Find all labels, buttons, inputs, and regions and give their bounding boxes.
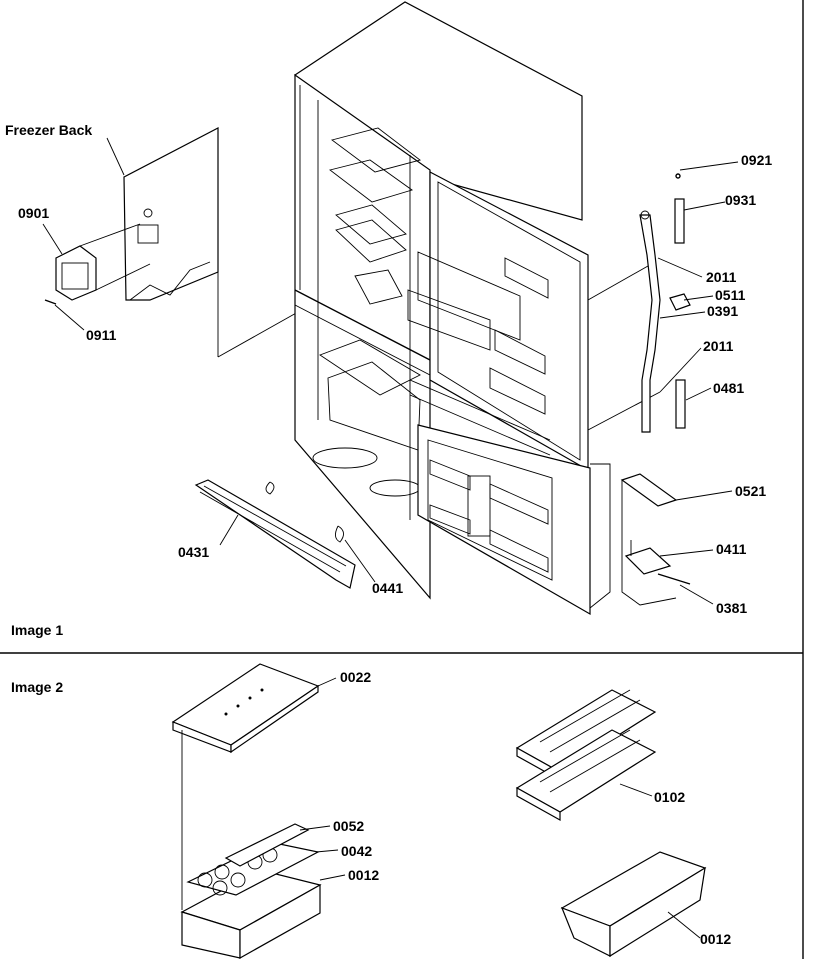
- part-0931: [674, 198, 685, 244]
- part-0481: [675, 379, 686, 429]
- part-0102-ice-trays: [515, 689, 657, 822]
- part-0511: [669, 293, 691, 311]
- callout-0052: 0052: [333, 818, 365, 834]
- part-0441-clip: [335, 525, 344, 543]
- callout-0012-left: 0012: [348, 867, 380, 883]
- part-0022-tray-cover: [171, 663, 337, 910]
- freezer-back-panel: [123, 127, 299, 358]
- callout-0521: 0521: [735, 483, 767, 499]
- cabinet: [294, 1, 661, 616]
- callout-0481: 0481: [713, 380, 745, 396]
- image1-section-label: Image 1: [11, 622, 64, 638]
- part-2011-handle: [639, 210, 661, 433]
- part-0012-bin-left: [180, 869, 346, 959]
- callout-leaders-image1: [42, 137, 739, 605]
- part-0911-screw: [44, 299, 57, 305]
- callout-0921: 0921: [741, 152, 773, 168]
- callout-2011-upper: 2011: [706, 269, 737, 285]
- callout-0391: 0391: [707, 303, 739, 319]
- callout-0012-right: 0012: [700, 931, 732, 947]
- part-0411: [624, 540, 672, 575]
- callout-0431: 0431: [178, 544, 210, 560]
- callout-0042: 0042: [341, 843, 373, 859]
- part-0901-vent: [55, 223, 151, 301]
- part-0052-egg-cover: [224, 823, 331, 867]
- callout-0901: 0901: [18, 205, 50, 221]
- part-0521: [620, 473, 678, 507]
- callout-0411: 0411: [716, 541, 747, 557]
- callout-0441: 0441: [372, 580, 404, 596]
- callout-0102: 0102: [654, 789, 686, 805]
- callout-0381: 0381: [716, 600, 748, 616]
- part-0431-kickplate: [194, 479, 356, 589]
- part-0042-egg-tray: [186, 841, 339, 896]
- callout-0511: 0511: [715, 287, 746, 303]
- freezer-back-label: Freezer Back: [5, 122, 93, 138]
- part-0381: [657, 573, 691, 585]
- callout-0022: 0022: [340, 669, 372, 685]
- callout-2011-lower: 2011: [703, 338, 734, 354]
- callout-0931: 0931: [725, 192, 757, 208]
- part-0921: [675, 173, 681, 179]
- callout-0911: 0911: [86, 327, 117, 343]
- image2-section-label: Image 2: [11, 679, 64, 695]
- part-0012-bin-right: [560, 851, 707, 958]
